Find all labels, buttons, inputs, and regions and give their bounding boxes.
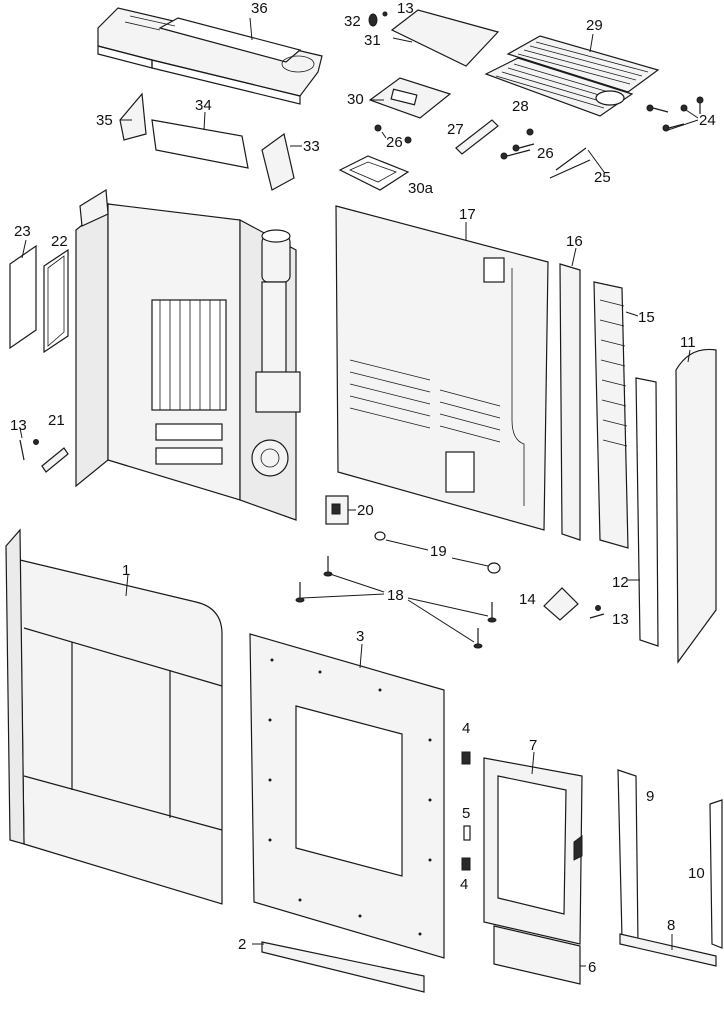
part-9-strip: [617, 769, 639, 945]
label-31: 31: [364, 32, 381, 49]
label-34: 34: [195, 97, 212, 114]
label-2: 2: [238, 936, 246, 953]
label-3: 3: [356, 628, 364, 645]
label-36: 36: [251, 0, 268, 17]
part-25-rods: [549, 147, 605, 179]
label-14: 14: [519, 591, 536, 608]
part-26-clips-a: [374, 124, 412, 144]
label-13-left: 13: [10, 417, 27, 434]
part-27-bracket: [455, 119, 499, 155]
part-30-plate: [368, 77, 452, 119]
part-28-grille: [484, 57, 634, 117]
part-13-pin-right: [589, 605, 605, 619]
label-13-right: 13: [612, 611, 629, 628]
part-6-plate: [493, 925, 586, 985]
label-12: 12: [612, 574, 629, 591]
label-16: 16: [566, 233, 583, 250]
label-28: 28: [512, 98, 529, 115]
part-23-panel: [9, 239, 37, 350]
part-1-front-panel: [5, 528, 223, 905]
part-36-top-frame: [97, 7, 323, 105]
part-21-bracket: [41, 447, 69, 473]
label-7: 7: [529, 737, 537, 754]
label-11: 11: [680, 334, 696, 351]
part-12-rail: [628, 377, 659, 647]
label-33: 33: [303, 138, 320, 155]
part-16-rail: [559, 247, 581, 541]
label-21: 21: [48, 412, 65, 429]
part-17-back-panel: [335, 205, 549, 531]
label-26-left: 26: [386, 134, 403, 151]
part-35-bracket: [119, 92, 147, 141]
part-2-rail: [252, 941, 425, 993]
part-7-door: [483, 751, 583, 945]
part-13-pin-left: [19, 427, 39, 461]
part-8-rail: [619, 933, 717, 967]
part-24-screws: [646, 96, 704, 132]
part-4-hinge-bottom: [461, 857, 471, 871]
label-13-top: 13: [397, 0, 414, 17]
label-19: 19: [430, 543, 447, 560]
label-22: 22: [51, 233, 68, 250]
part-15-grille-strip: [593, 281, 639, 549]
part-14-bracket: [543, 587, 579, 621]
label-10: 10: [688, 865, 705, 882]
label-24: 24: [699, 112, 716, 129]
label-29: 29: [586, 17, 603, 34]
label-26-right: 26: [537, 145, 554, 162]
part-11-side-panel: [675, 348, 717, 664]
part-19-plugs: [374, 531, 501, 574]
part-5-hinge-pin: [463, 825, 471, 841]
label-27: 27: [447, 121, 464, 138]
label-35: 35: [96, 112, 113, 129]
label-1: 1: [122, 562, 130, 579]
label-30: 30: [347, 91, 364, 108]
part-34-panel: [151, 111, 249, 169]
label-17: 17: [459, 206, 476, 223]
part-22-gasket: [43, 248, 69, 354]
part-31-cover: [368, 9, 500, 67]
label-4-top: 4: [462, 720, 470, 737]
label-30a: 30a: [408, 180, 434, 197]
part-labels: 36 32 13 31 29 28 30 24 35 34 33 26 27 2…: [10, 0, 716, 976]
part-18-feet: [295, 556, 497, 649]
part-20-switch: [325, 495, 356, 525]
part-3-frame-panel: [249, 633, 445, 959]
part-main-body: [75, 188, 301, 521]
label-9: 9: [646, 788, 654, 805]
label-8: 8: [667, 917, 675, 934]
label-5: 5: [462, 805, 470, 822]
label-25: 25: [594, 169, 611, 186]
label-15: 15: [638, 309, 655, 326]
part-29-grille: [506, 33, 660, 93]
part-33-bracket: [261, 132, 302, 191]
label-23: 23: [14, 223, 31, 240]
label-32: 32: [344, 13, 361, 30]
label-4-bottom: 4: [460, 876, 468, 893]
part-10-strip: [709, 799, 723, 949]
part-4-hinge-top: [461, 751, 471, 765]
label-6: 6: [588, 959, 596, 976]
part-26-clips-b: [500, 128, 535, 160]
label-18: 18: [387, 587, 404, 604]
label-20: 20: [357, 502, 374, 519]
part-30a-gasket: [338, 155, 410, 191]
